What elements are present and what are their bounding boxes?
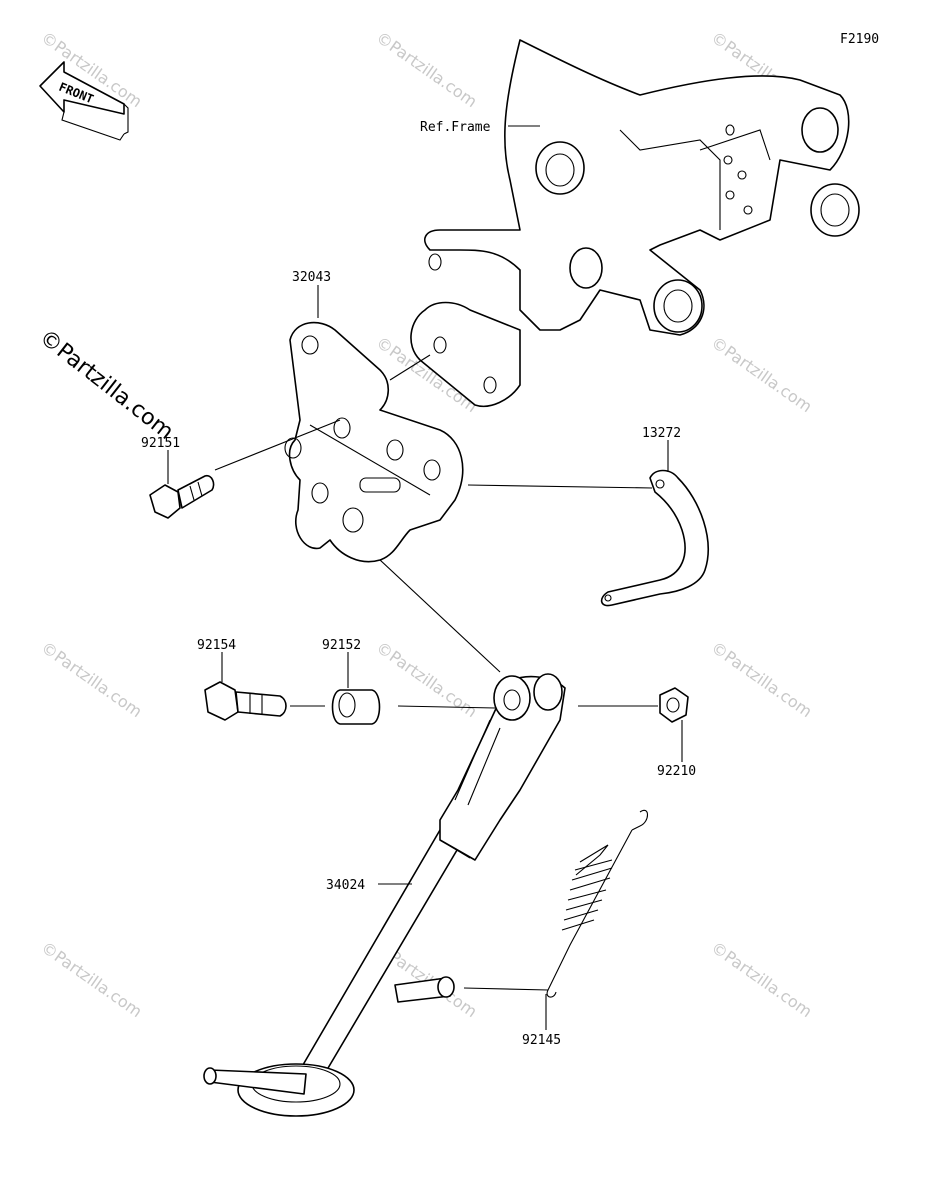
- pivot-bolt: [204, 681, 287, 721]
- collar: [331, 689, 381, 725]
- ref-frame-label: Ref.Frame: [420, 120, 491, 135]
- watermark: ©Partzilla.com: [373, 28, 481, 111]
- part-number: 92145: [522, 1033, 561, 1048]
- leader-bolt-plate: [214, 419, 341, 471]
- watermark: ©Partzilla.com: [38, 638, 146, 721]
- spring: [546, 809, 649, 998]
- part-number: 13272: [642, 426, 681, 441]
- part-number: 92151: [141, 436, 180, 451]
- nut: [659, 687, 689, 723]
- leader-plate-frame: [389, 354, 431, 381]
- watermark: ©Partzilla.com: [38, 938, 146, 1021]
- bracket-plate: [284, 321, 464, 563]
- part-number: 34024: [326, 878, 365, 893]
- flange-bolt: [149, 474, 215, 519]
- leader-bracket: [467, 484, 653, 489]
- side-stand: [203, 673, 566, 1117]
- part-number: 32043: [292, 270, 331, 285]
- watermark: ©Partzilla.com: [708, 638, 816, 721]
- part-number: 92154: [197, 638, 236, 653]
- part-number: 92152: [322, 638, 361, 653]
- copyright-text: ©Partzilla.com: [34, 325, 178, 445]
- stand-switch-bracket: [600, 469, 709, 607]
- leader-collar-stand: [397, 705, 496, 709]
- part-number: 92210: [657, 764, 696, 779]
- leader-plate-inner: [309, 424, 431, 496]
- figure-code: F2190: [840, 32, 879, 47]
- leader-pin-spring: [463, 987, 549, 991]
- watermark: ©Partzilla.com: [708, 333, 816, 416]
- leader-plate-stand: [379, 559, 501, 673]
- watermark: ©Partzilla.com: [373, 638, 481, 721]
- watermark: ©Partzilla.com: [708, 938, 816, 1021]
- frame: [410, 39, 860, 407]
